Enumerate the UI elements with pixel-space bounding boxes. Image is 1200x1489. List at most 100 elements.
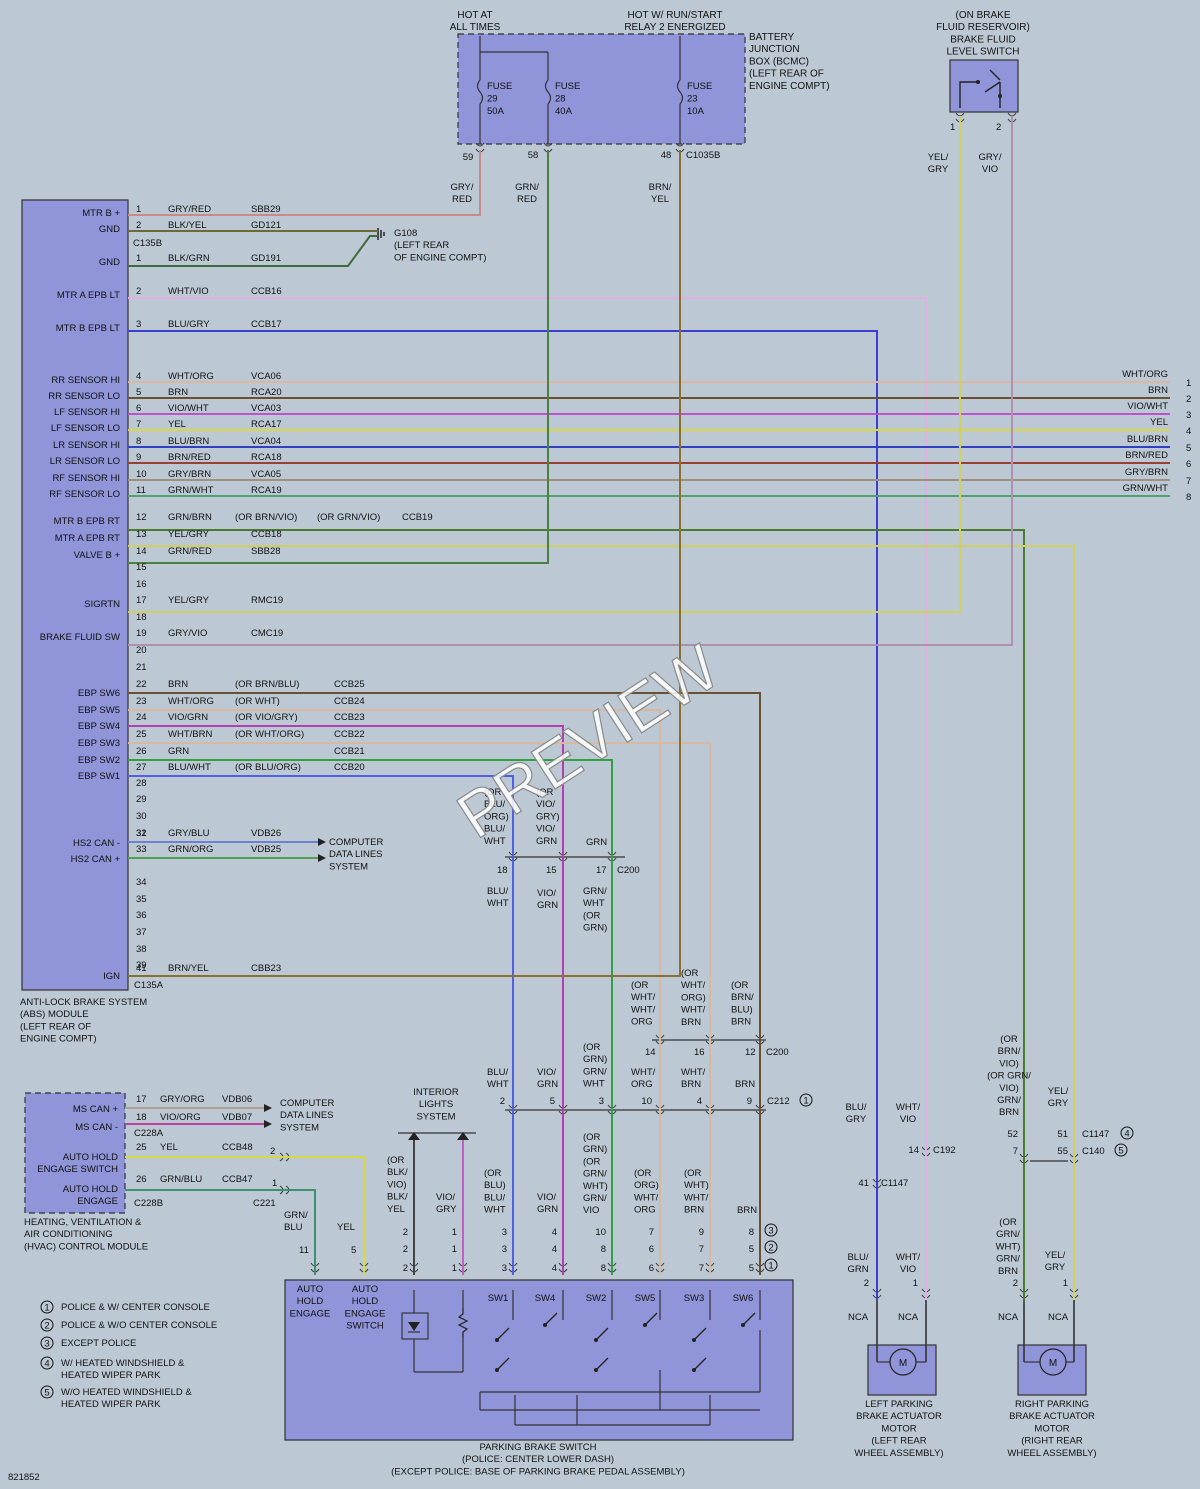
label-text: HOLD: [297, 1296, 324, 1307]
label-text: GRN): [583, 923, 607, 934]
label-text: GRN/: [284, 1210, 308, 1221]
label-text: G108: [394, 228, 417, 239]
label-text: HS2 CAN +: [71, 854, 121, 865]
label-text: 3: [1186, 410, 1191, 421]
label-text: IGN: [103, 971, 120, 982]
label-text: 27: [136, 762, 147, 773]
hvac-module-box: [24, 1092, 126, 1214]
label-text: 2: [136, 286, 141, 297]
legend-number: [40, 1318, 54, 1332]
label-text: MOTOR: [881, 1423, 916, 1434]
label-text: 14: [908, 1145, 919, 1156]
label-text: (OR: [387, 1155, 405, 1166]
bjb-pin-connector: [543, 142, 553, 147]
label-text: (RIGHT REAR: [1021, 1436, 1083, 1447]
wire-rmc19: [128, 116, 961, 613]
label-text: 36: [136, 910, 147, 921]
switch-contact: [693, 1327, 707, 1341]
label-text: (POLICE: CENTER LOWER DASH): [462, 1454, 614, 1465]
label-text: (OR: [484, 1168, 502, 1179]
label-text: RCA18: [251, 452, 282, 463]
label-text: EBP SW3: [78, 738, 120, 749]
label-text: WHT/: [684, 1192, 709, 1203]
label-text: 2: [1013, 1278, 1018, 1289]
label-text: EBP SW5: [78, 705, 120, 716]
label-text: 59: [463, 152, 474, 163]
label-text: M: [899, 1358, 907, 1369]
label-text: INTERIOR: [413, 1087, 459, 1098]
label-text: 28: [555, 94, 566, 105]
label-text: 1: [452, 1227, 457, 1238]
label-text: VIO/: [536, 824, 555, 835]
label-text: (OR: [634, 1168, 652, 1179]
label-text: BLU/WHT: [168, 762, 211, 773]
label-text: BLU/: [484, 824, 505, 835]
label-text: CCB16: [251, 286, 282, 297]
label-text: WHT/ORG: [168, 371, 214, 382]
wire-ebp: [128, 709, 661, 1275]
legend-number: 4: [44, 1359, 49, 1370]
wire-gd191: [128, 235, 378, 267]
label-text: BOX (BCMC): [749, 56, 809, 67]
label-text: 3: [502, 1263, 507, 1274]
label-text: MTR B +: [82, 208, 120, 219]
label-text: CCB21: [334, 746, 365, 757]
label-text: POLICE & W/ CENTER CONSOLE: [61, 1302, 210, 1313]
label-text: CMC19: [251, 628, 283, 639]
abs-module-box: [21, 199, 129, 991]
label-text: 25: [136, 729, 147, 740]
label-text: C135B: [133, 238, 162, 249]
label-text: RCA17: [251, 419, 282, 430]
label-text: GRY/RED: [168, 204, 211, 215]
label-text: YEL/: [928, 152, 949, 163]
label-text: YEL: [160, 1142, 178, 1153]
label-text: C140: [1082, 1146, 1105, 1157]
label-text: HEATING, VENTILATION &: [24, 1217, 142, 1228]
label-text: VCA04: [251, 436, 281, 447]
label-text: YEL/GRY: [168, 595, 210, 606]
label-text: 1: [1186, 378, 1191, 389]
label-text: C228B: [134, 1198, 163, 1209]
label-text: VDB25: [251, 844, 281, 855]
label-text: WHT/ORG: [168, 696, 214, 707]
label-text: VIO/: [537, 1192, 556, 1203]
resistor-icon: [457, 1308, 469, 1338]
label-text: (OR GRN/VIO): [317, 512, 380, 523]
label-text: W/O HEATED WINDSHIELD &: [61, 1387, 192, 1398]
label-text: GRY/VIO: [168, 628, 207, 639]
label-text: 4: [697, 1096, 702, 1107]
legend-number: 5: [44, 1388, 49, 1399]
label-text: SBB29: [251, 204, 281, 215]
switch-pivot: [692, 1368, 696, 1372]
switch-pivot: [643, 1323, 647, 1327]
label-text: BRN: [731, 1017, 751, 1028]
label-text: BLU/BRN: [1127, 434, 1168, 445]
label-text: (OR: [583, 1156, 601, 1167]
label-text: C135A: [134, 980, 164, 991]
label-text: 5: [749, 1244, 754, 1255]
label-text: VIO/: [436, 1192, 455, 1203]
label-text: VIO: [583, 1205, 599, 1216]
label-text: 1: [136, 253, 141, 264]
label-text: GRN/RED: [168, 546, 212, 557]
label-text: 1: [1063, 1278, 1068, 1289]
label-text: RF SENSOR HI: [52, 473, 120, 484]
label-text: RR SENSOR HI: [51, 375, 120, 386]
label-text: (OR: [684, 1168, 702, 1179]
label-text: AUTO: [297, 1284, 323, 1295]
switch-pivot: [594, 1338, 598, 1342]
label-text: RMC19: [251, 595, 283, 606]
label-text: 8: [749, 1227, 754, 1238]
label-text: 30: [136, 811, 147, 822]
label-text: GRN/WHT: [1123, 483, 1169, 494]
label-text: BRAKE FLUID SW: [40, 632, 120, 643]
label-text: SW1: [488, 1293, 509, 1304]
legend-number: [40, 1356, 54, 1370]
label-text: CCB20: [334, 762, 365, 773]
label-text: AUTO HOLD: [63, 1184, 118, 1195]
label-text: C212: [767, 1096, 790, 1107]
label-text: BLU/: [487, 886, 508, 897]
label-text: GRN): [583, 1144, 607, 1155]
switch-contact: [496, 1327, 510, 1341]
label-text: OF ENGINE COMPT): [394, 252, 486, 263]
